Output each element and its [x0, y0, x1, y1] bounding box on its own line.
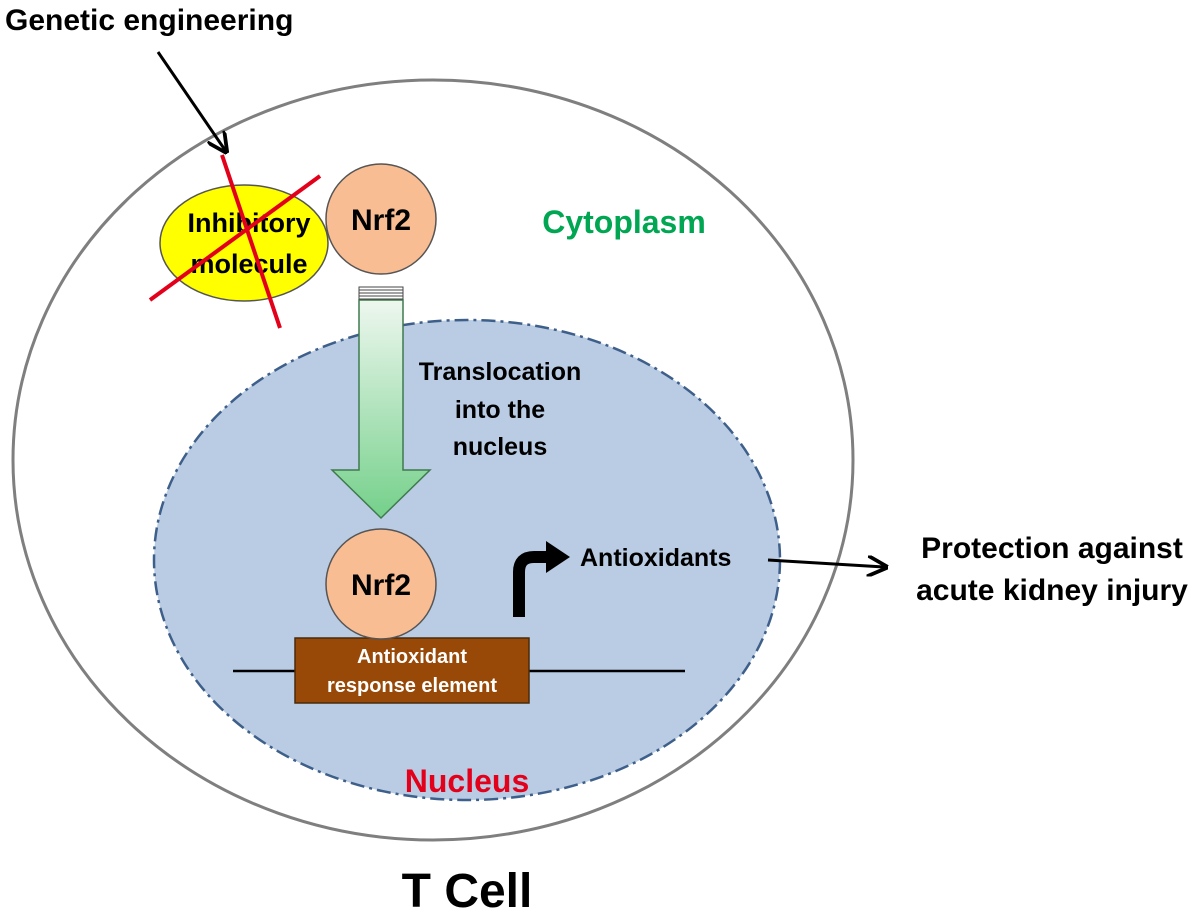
- translocation-label-line1: Translocation: [419, 358, 582, 386]
- nrf2-nucleus-label: Nrf2: [351, 569, 411, 602]
- translocation-arrow: [330, 286, 432, 520]
- inhibitory-molecule: [159, 184, 329, 302]
- translocation-label-line3: nucleus: [453, 433, 547, 461]
- are-label-line1: Antioxidant: [357, 646, 467, 668]
- protection-label-line1: Protection against: [921, 532, 1183, 565]
- are-label-line2: response element: [327, 675, 497, 697]
- nucleus-label: Nucleus: [405, 763, 529, 799]
- nrf2-cytoplasm: [325, 163, 437, 275]
- protection-arrow: [767, 560, 884, 567]
- cytoplasm-label: Cytoplasm: [542, 204, 706, 240]
- inhibitory-label-line2: molecule: [190, 249, 307, 279]
- genetic-engineering-arrow: [156, 51, 225, 150]
- transcription-arrow: [513, 541, 570, 617]
- knockout-cross: [148, 154, 322, 329]
- nrf2-nucleus: [325, 528, 437, 640]
- t-cell-label: T Cell: [402, 865, 533, 916]
- nrf2-cytoplasm-label: Nrf2: [351, 204, 411, 237]
- antioxidants-label: Antioxidants: [580, 544, 731, 572]
- genetic-engineering-label: Genetic engineering: [5, 4, 293, 37]
- protection-label-line2: acute kidney injury: [916, 574, 1188, 607]
- translocation-label-line2: into the: [455, 396, 545, 424]
- antioxidant-response-element: [294, 637, 530, 704]
